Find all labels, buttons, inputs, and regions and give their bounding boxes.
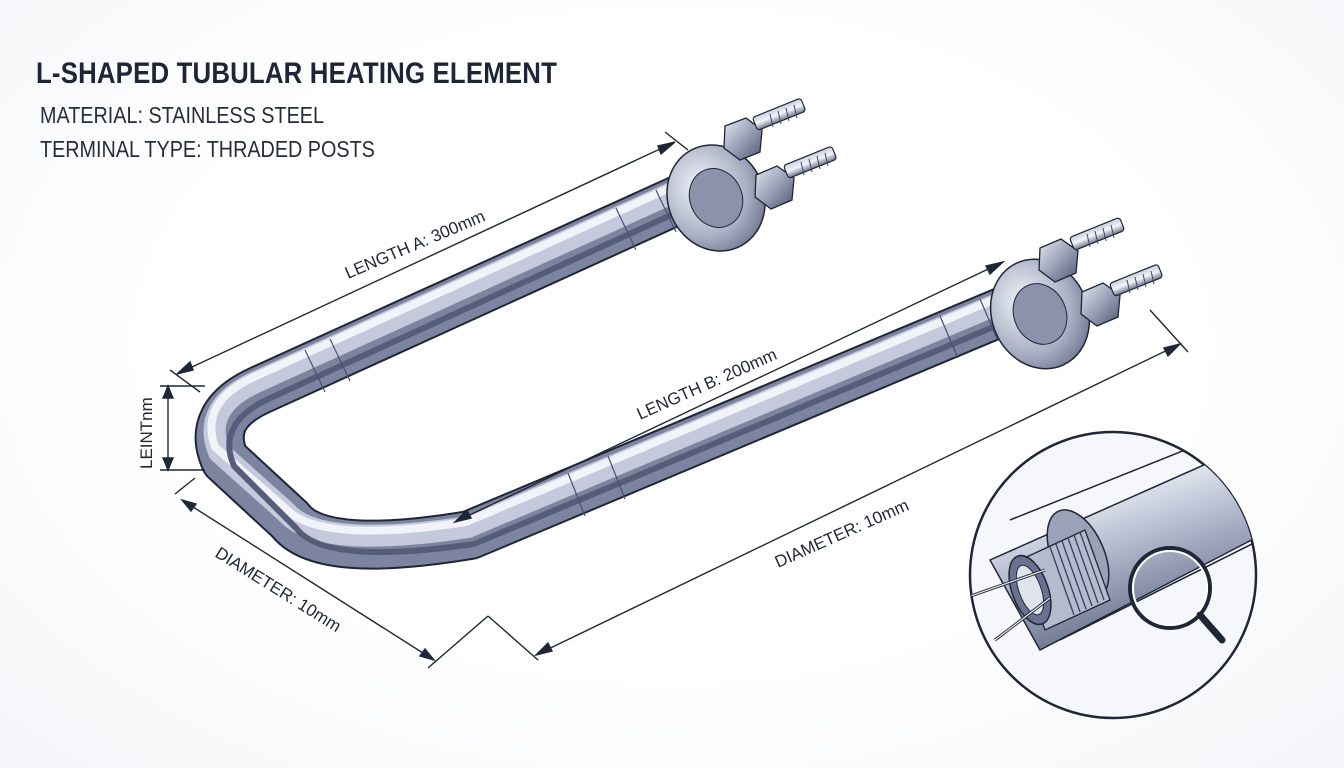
material-spec: MATERIAL: STAINLESS STEEL	[40, 102, 324, 128]
right-terminal-nut-upper	[1038, 217, 1125, 283]
dimension-lines	[160, 131, 1189, 669]
diameter-left-dimension-line	[181, 499, 435, 661]
diameter-right-dimension-line	[535, 343, 1181, 656]
bend-dimension-label: LEINTnm	[137, 397, 156, 469]
length-a-dimension-line	[176, 141, 676, 375]
terminal-detail-inset	[968, 430, 1258, 720]
right-terminal-nut-lower	[1080, 264, 1163, 327]
diagram-title: L-SHAPED TUBULAR HEATING ELEMENT	[36, 57, 558, 90]
heating-tube	[194, 167, 1040, 570]
length-b-dimension-line	[454, 261, 1004, 523]
left-terminal-nut-lower	[754, 146, 837, 210]
right-terminal	[989, 217, 1163, 370]
magnifier-icon	[1128, 546, 1226, 644]
terminal-type-spec: TERMINAL TYPE: THRADED POSTS	[40, 136, 375, 162]
left-terminal-nut-upper	[723, 98, 806, 161]
tube-seams	[304, 189, 999, 517]
left-terminal	[666, 98, 837, 252]
